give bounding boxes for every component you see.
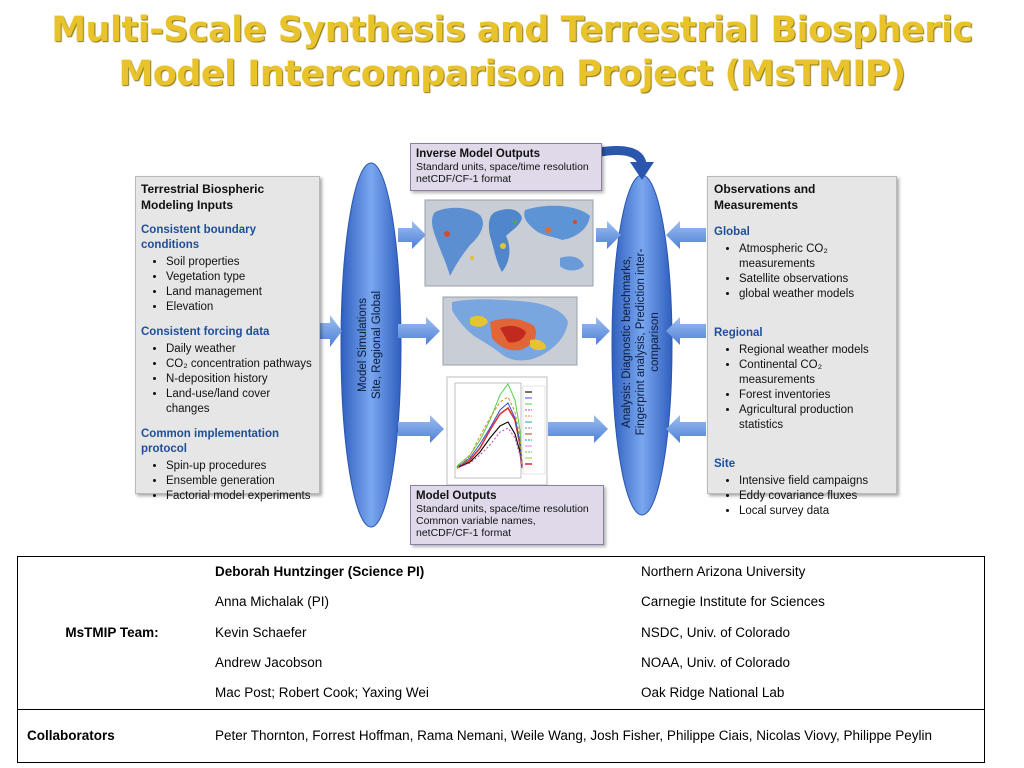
list-item: Spin-up procedures: [166, 459, 314, 474]
list-item: Daily weather: [166, 342, 314, 357]
list-item: global weather models: [739, 287, 890, 302]
analysis-line-2: Fingerprint analysis, Prediction inter-: [635, 248, 647, 436]
list-item: Atmospheric CO₂ measurements: [739, 242, 890, 272]
list-item: Eddy covariance fluxes: [739, 489, 890, 504]
team-table: MsTMIP Team: Deborah Huntzinger (Science…: [17, 556, 985, 763]
member-name: Kevin Schaefer: [215, 624, 307, 640]
member-name: Mac Post; Robert Cook; Yaxing Wei: [215, 685, 429, 701]
model-simulations-line-1: Model Simulations: [357, 298, 369, 392]
table-row: Anna Michalak (PI) Carnegie Institute fo…: [17, 586, 985, 616]
slide-title: Multi-Scale Synthesis and Terrestrial Bi…: [0, 8, 1024, 96]
analysis-line-1: Analysis: Diagnostic benchmarks,: [621, 256, 633, 428]
site-plot-to-analysis-arrow: [548, 415, 608, 443]
collaborators-label: Collaborators: [27, 728, 115, 744]
table-row: MsTMIP Team: Deborah Huntzinger (Science…: [17, 556, 985, 640]
list-item: Forest inventories: [739, 388, 890, 403]
simulations-to-regional-map-arrow: [398, 317, 440, 345]
model-outputs-line-3: netCDF/CF-1 format: [416, 527, 512, 539]
list-item: Agricultural production statistics: [739, 403, 890, 433]
list-item: Ensemble generation: [166, 474, 314, 489]
observations-heading-line-1: Observations and: [714, 182, 816, 196]
simulations-to-site-plot-arrow: [398, 415, 444, 443]
site-plot: [446, 376, 548, 486]
simulations-to-global-map-arrow: [398, 221, 426, 249]
table-row: Kevin Schaefer NSDC, Univ. of Colorado: [17, 617, 985, 647]
regional-map-to-analysis-arrow: [582, 317, 610, 345]
member-affiliation: NOAA, Univ. of Colorado: [641, 655, 791, 671]
observations-section-title: Regional: [714, 327, 763, 339]
observations-section-title: Global: [714, 226, 750, 238]
list-item: Land-use/land cover changes: [166, 387, 314, 417]
list-item: Elevation: [166, 300, 314, 315]
inputs-section-list: Daily weather CO₂ concentration pathways…: [141, 342, 314, 417]
list-item: Continental CO₂ measurements: [739, 358, 890, 388]
observations-heading-line-2: Measurements: [714, 198, 799, 212]
analysis-label: Analysis: Diagnostic benchmarks, Fingerp…: [620, 242, 664, 442]
list-item: Satellite observations: [739, 272, 890, 287]
table-row: Mac Post; Robert Cook; Yaxing Wei Oak Ri…: [17, 678, 985, 708]
regional-obs-to-analysis-arrow: [666, 317, 706, 345]
list-item: Regional weather models: [739, 343, 890, 358]
list-item: Soil properties: [166, 255, 314, 270]
model-outputs-line-2: Common variable names,: [416, 515, 536, 527]
model-outputs-box: Model Outputs Standard units, space/time…: [410, 485, 604, 545]
analysis-line-3: comparison: [649, 312, 661, 372]
model-simulations-label: Model Simulations Site, Regional Global: [356, 255, 386, 435]
inverse-outputs-title: Inverse Model Outputs: [416, 148, 540, 160]
list-item: Vegetation type: [166, 270, 314, 285]
member-affiliation: NSDC, Univ. of Colorado: [641, 624, 791, 640]
inputs-section-title: Consistent forcing data: [141, 326, 270, 338]
table-row: Collaborators Peter Thornton, Forrest Ho…: [17, 708, 985, 763]
global-map-to-analysis-arrow: [596, 221, 621, 249]
slide-title-line-2: Model Intercomparison Project (MsTMIP): [118, 54, 906, 94]
regional-map: [442, 296, 578, 366]
list-item: Land management: [166, 285, 314, 300]
inputs-heading-line-1: Terrestrial Biospheric: [141, 182, 265, 196]
slide-title-line-1: Multi-Scale Synthesis and Terrestrial Bi…: [51, 10, 973, 50]
inputs-heading-line-2: Modeling Inputs: [141, 198, 233, 212]
global-map: [424, 199, 594, 287]
list-item: N-deposition history: [166, 372, 314, 387]
inputs-section-title: Consistent boundary conditions: [141, 224, 257, 251]
inputs-section-title: Common implementation protocol: [141, 428, 280, 455]
member-affiliation: Carnegie Institute for Sciences: [641, 594, 825, 610]
observations-section-list: Regional weather models Continental CO₂ …: [714, 343, 890, 433]
observations-section-list: Atmospheric CO₂ measurements Satellite o…: [714, 242, 890, 302]
model-outputs-line-1: Standard units, space/time resolution: [416, 503, 589, 515]
member-name: Deborah Huntzinger (Science PI): [215, 563, 425, 579]
team-group-label: MsTMIP Team:: [65, 624, 159, 640]
model-simulations-line-2: Site, Regional Global: [371, 290, 383, 400]
inverse-outputs-line-1: Standard units, space/time resolution: [416, 161, 589, 173]
list-item: CO₂ concentration pathways: [166, 357, 314, 372]
list-item: Factorial model experiments: [166, 489, 314, 504]
site-obs-to-analysis-arrow: [666, 415, 706, 443]
member-affiliation: Northern Arizona University: [641, 563, 806, 579]
global-obs-to-analysis-arrow: [666, 221, 706, 249]
inverse-to-analysis-arrow: [599, 146, 647, 166]
inverse-to-analysis-arrowhead: [630, 162, 654, 180]
member-name: Anna Michalak (PI): [215, 594, 330, 610]
list-item: Intensive field campaigns: [739, 474, 890, 489]
member-name: Andrew Jacobson: [215, 655, 323, 671]
model-outputs-title: Model Outputs: [416, 490, 497, 502]
inputs-section-list: Soil properties Vegetation type Land man…: [141, 255, 314, 315]
inverse-model-outputs-box: Inverse Model Outputs Standard units, sp…: [410, 143, 602, 191]
list-item: Local survey data: [739, 504, 890, 519]
inputs-section-list: Spin-up procedures Ensemble generation F…: [141, 459, 314, 504]
observations-panel: Observations and Measurements Global Atm…: [707, 176, 897, 517]
inputs-to-simulations-arrow: [318, 315, 342, 347]
modeling-inputs-panel: Terrestrial Biospheric Modeling Inputs C…: [135, 176, 320, 502]
observations-section-title: Site: [714, 458, 736, 470]
collaborators-list: Peter Thornton, Forrest Hoffman, Rama Ne…: [215, 728, 933, 744]
table-row: Andrew Jacobson NOAA, Univ. of Colorado: [17, 647, 985, 677]
collaborators-section-frame: [17, 709, 985, 763]
inverse-outputs-line-2: netCDF/CF-1 format: [416, 173, 512, 185]
member-affiliation: Oak Ridge National Lab: [641, 685, 785, 701]
observations-section-list: Intensive field campaigns Eddy covarianc…: [714, 474, 890, 519]
